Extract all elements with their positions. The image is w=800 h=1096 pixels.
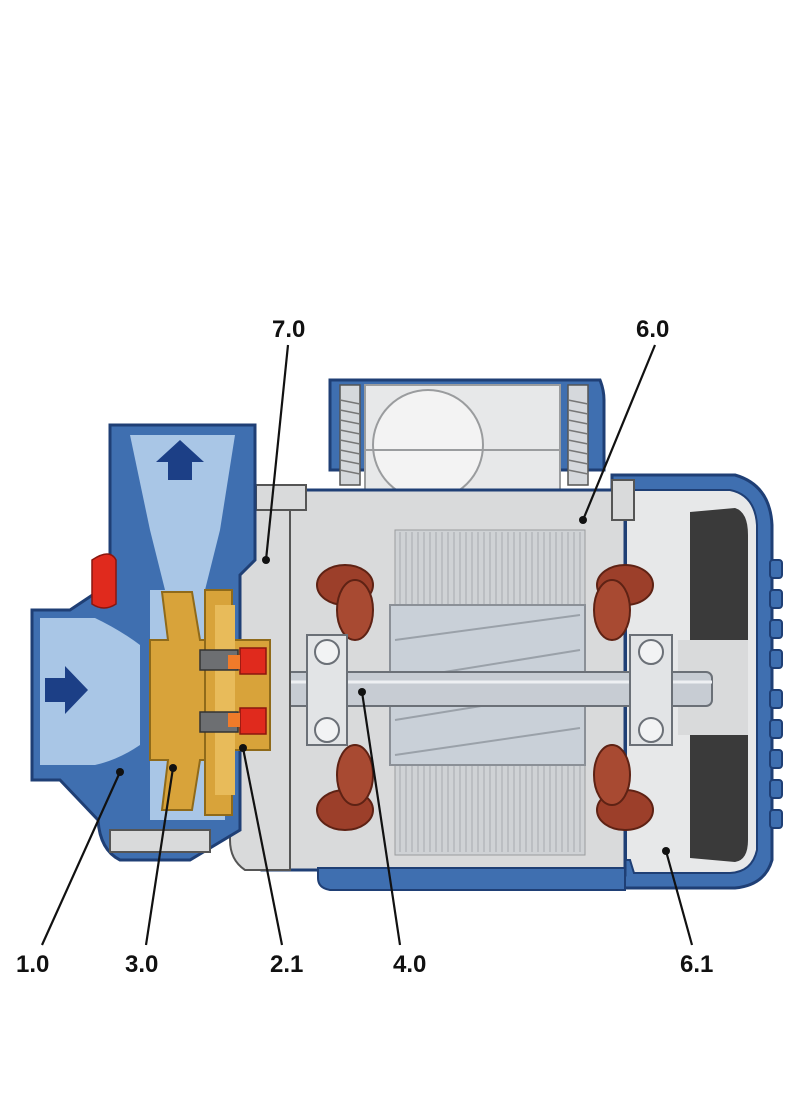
impeller [149, 589, 271, 816]
callout-label-rotor-shaft: 4.0 [393, 951, 427, 978]
leader-6-1 [664, 850, 694, 946]
fan-blade-upper [690, 508, 748, 640]
outlet-passage [130, 435, 235, 590]
callout-label-bracket: 7.0 [272, 316, 306, 343]
terminal-knockout [372, 389, 484, 501]
fan-blade-lower [690, 735, 748, 862]
priming-plug [91, 553, 117, 609]
callout-dots [116, 516, 670, 855]
mechanical-seal [199, 647, 267, 735]
inlet-passage [40, 618, 140, 765]
leader-2-1 [241, 747, 284, 946]
leader-6-0 [581, 344, 657, 521]
front-bearing [306, 634, 348, 746]
terminal-screw-right [567, 384, 589, 486]
outlet-arrow-icon [156, 440, 204, 480]
stator-windings [316, 564, 654, 831]
leader-3-0 [144, 767, 175, 946]
callout-leaders [40, 344, 694, 946]
callout-label-motor-frame: 6.0 [636, 316, 670, 343]
callout-label-fan-cover: 6.1 [680, 951, 714, 978]
terminal-screw-left [339, 384, 361, 486]
leader-7-0 [264, 344, 290, 561]
callout-label-seal: 2.1 [270, 951, 304, 978]
callout-label-impeller: 3.0 [125, 951, 159, 978]
callout-label-casing: 1.0 [16, 951, 50, 978]
inlet-arrow-icon [45, 666, 88, 714]
rear-bearing [629, 634, 673, 746]
leader-1-0 [40, 771, 122, 946]
leader-4-0 [360, 691, 402, 946]
